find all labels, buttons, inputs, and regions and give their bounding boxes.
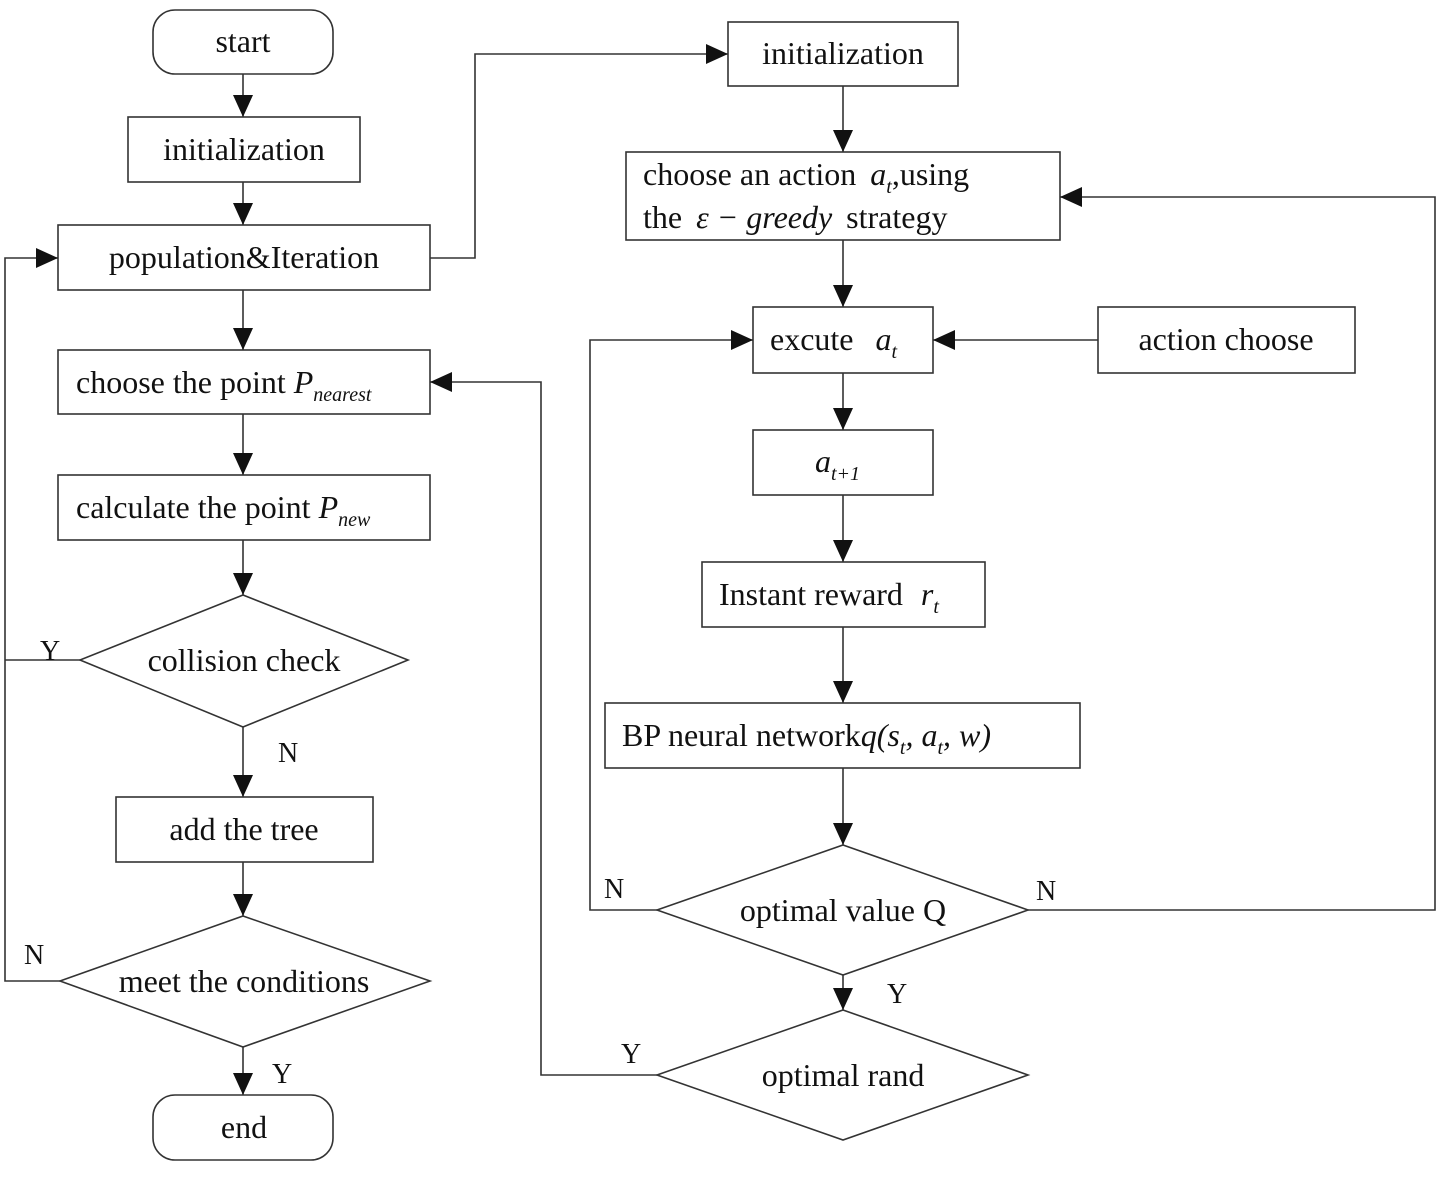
choose-action-node [625, 151, 1061, 241]
init-node-right [727, 21, 959, 87]
init-node-left [127, 116, 361, 183]
init-label-left: initialization [163, 131, 325, 167]
add-tree-label: add the tree [169, 811, 318, 847]
choose-point-label: choose the point Pnearest [76, 364, 372, 406]
meet-no-loop [4, 248, 60, 982]
next-action-node [752, 429, 934, 496]
action-choose-node [1097, 306, 1356, 374]
meet-no-label: N [24, 940, 44, 971]
action-choose-label: action choose [1138, 321, 1313, 357]
end-label: end [221, 1109, 267, 1145]
right-flow: initialization choose an action at,using… [430, 21, 1436, 1141]
collision-yes-label: Y [40, 636, 60, 667]
optimal-rand-label: optimal rand [762, 1057, 925, 1093]
to-right-init-line [430, 44, 728, 259]
meet-conditions-label: meet the conditions [119, 963, 370, 999]
calculate-point-label: calculate the point Pnew [76, 489, 371, 531]
collision-check-label: collision check [148, 642, 341, 678]
collision-no-label: N [278, 738, 298, 769]
rand-yes-loop [430, 372, 657, 1076]
population-label: population&Iteration [109, 239, 379, 275]
end-node [152, 1094, 334, 1161]
reward-label: Instant reward rt [719, 576, 939, 618]
q-no-left-label: N [604, 874, 624, 905]
choose-action-line1: choose an action at,using [643, 156, 969, 198]
calculate-point-node [57, 474, 431, 541]
next-action-label: at+1 [815, 443, 860, 485]
reward-node [701, 561, 986, 628]
q-no-left-loop [589, 330, 753, 911]
execute-node [752, 306, 934, 374]
rand-yes-label: Y [621, 1039, 641, 1070]
add-tree-node [115, 796, 374, 863]
optimal-rand-decision [654, 1009, 1031, 1141]
bp-network-label: BP neural networkq(st, at, w) [622, 717, 991, 759]
start-label: start [215, 23, 270, 59]
init-label-right: initialization [762, 35, 924, 71]
choose-action-line2: the ε − greedy strategy [643, 199, 947, 235]
q-no-right-loop [1028, 187, 1436, 911]
q-yes-label: Y [887, 979, 907, 1010]
left-flow: start initialization population&Iteratio… [4, 9, 728, 1161]
q-no-right-label: N [1036, 876, 1056, 907]
meet-yes-label: Y [272, 1059, 292, 1090]
execute-label: excute at [770, 321, 898, 363]
optimal-q-label: optimal value Q [740, 892, 946, 928]
